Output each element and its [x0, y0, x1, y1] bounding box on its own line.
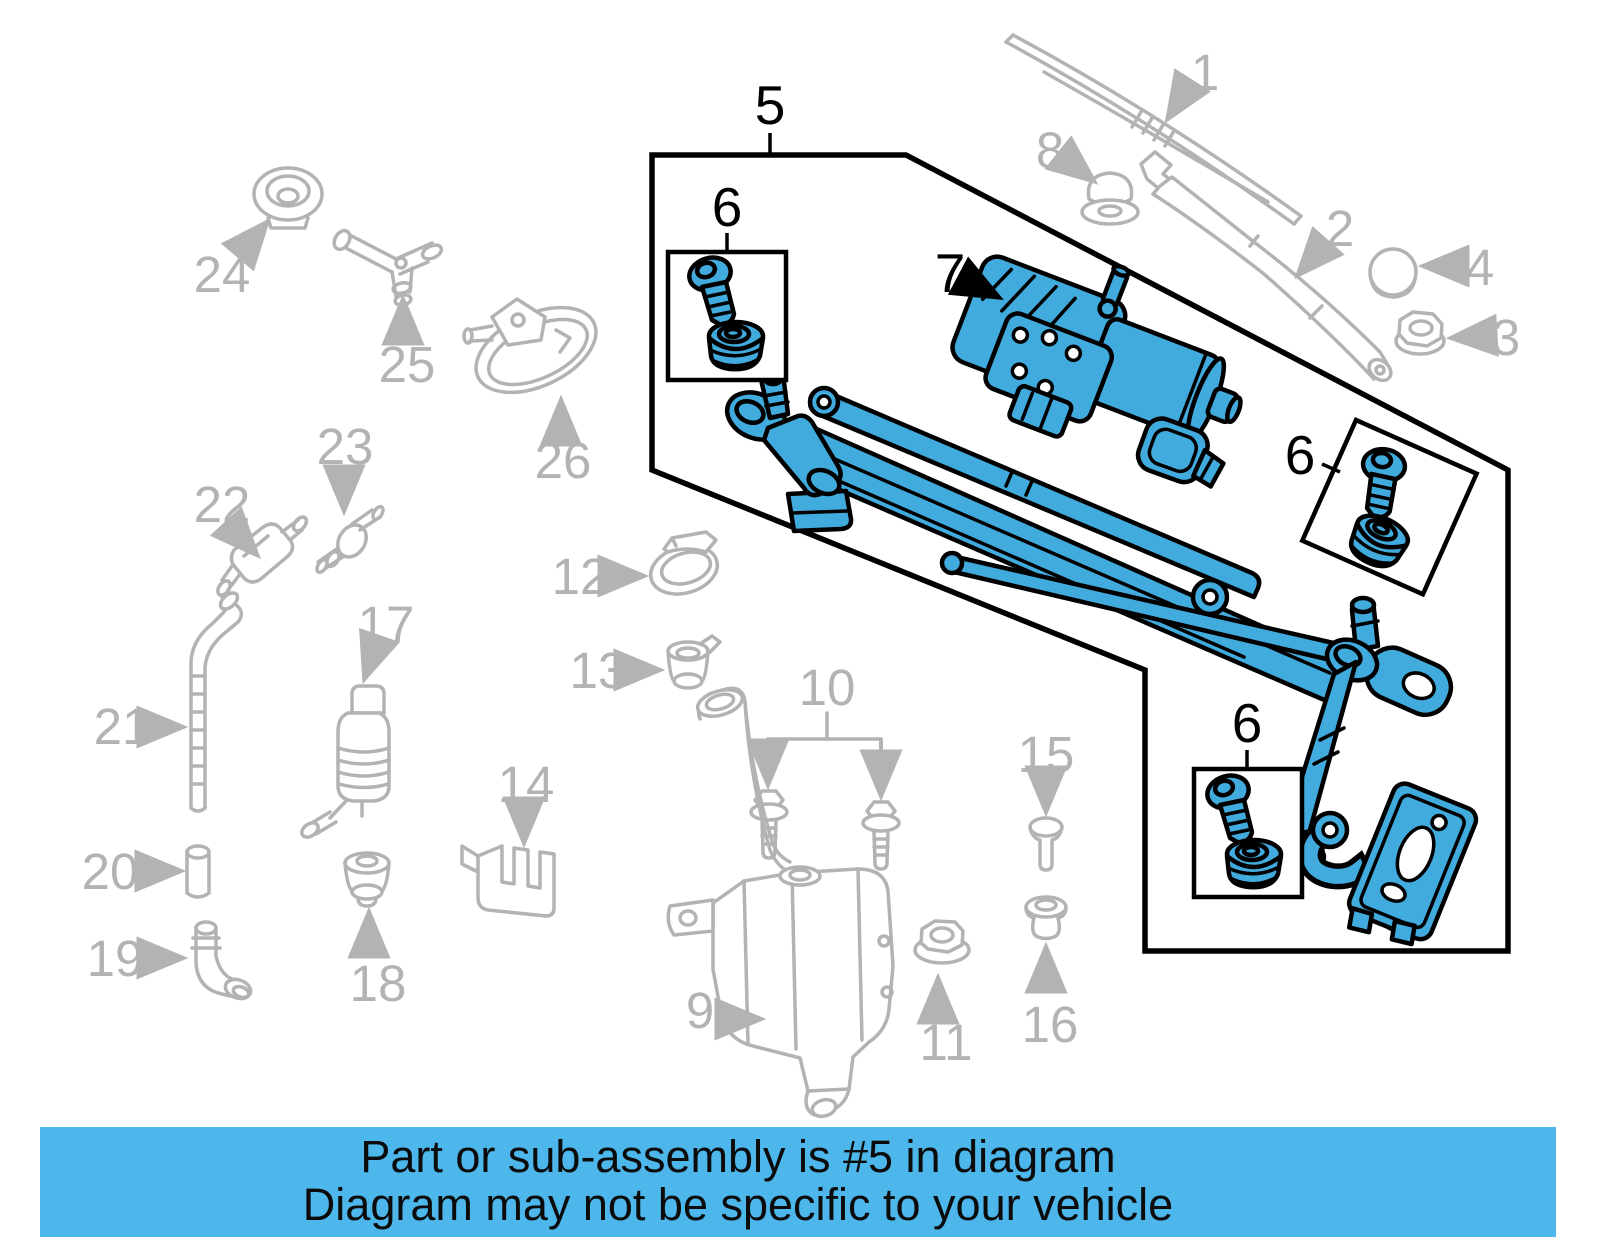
pump-grommet-drawing — [343, 851, 391, 908]
callout-11-label: 11 — [920, 1014, 973, 1071]
callout-25-label: 25 — [379, 336, 436, 393]
reservoir-cap-drawing — [648, 530, 720, 596]
callout-21-label: 21 — [94, 698, 151, 755]
mounting-bracket-drawing — [1296, 781, 1479, 947]
callout-17-label: 17 — [358, 596, 415, 653]
hardware-box-top — [665, 249, 789, 383]
callout-10-label: 10 — [799, 659, 856, 716]
callout-24-arrow — [220, 217, 271, 272]
callout-22-arrow — [209, 506, 261, 560]
callout-18-label: 18 — [350, 955, 407, 1012]
callout-3-label: 3 — [1492, 309, 1520, 366]
banner-background — [40, 1127, 1556, 1237]
callout-23-label: 23 — [317, 418, 374, 475]
callout-1-label: 1 — [1191, 44, 1219, 101]
hose-sleeve-drawing — [185, 844, 211, 899]
callout-19-label: 19 — [87, 930, 144, 987]
callout-17-arrow — [359, 627, 400, 685]
elbow-hose-drawing — [190, 920, 253, 1001]
washer-hose-drawing — [189, 591, 244, 813]
banner-line-2: Diagram may not be specific to your vehi… — [303, 1179, 1173, 1230]
callout-10-bracket — [766, 711, 883, 741]
rivet-drawing — [1028, 816, 1064, 872]
callout-2-arrow — [1294, 225, 1345, 280]
callout-6-bottom-label: 6 — [1232, 692, 1263, 754]
callout-5-label: 5 — [755, 74, 786, 136]
callout-24-label: 24 — [194, 246, 251, 303]
callout-2-label: 2 — [1326, 200, 1354, 257]
callout-3-arrow — [1445, 313, 1499, 357]
hose-joint-25-drawing — [332, 228, 444, 307]
washer-pump-drawing — [300, 684, 391, 839]
highlighted-assembly-layer: 5 6 6 6 7 — [649, 74, 1511, 954]
grommet-16-drawing — [1024, 895, 1068, 941]
grommet-24-drawing — [252, 166, 324, 230]
callout-15-label: 15 — [1018, 726, 1075, 783]
callout-26-label: 26 — [535, 432, 592, 489]
cap-seal-drawing — [666, 634, 722, 690]
callout-20-label: 20 — [82, 843, 139, 900]
callout-13-label: 13 — [570, 642, 627, 699]
callout-7-label: 7 — [935, 242, 966, 304]
hose-clip-drawing — [460, 844, 556, 918]
callout-7-arrow — [947, 256, 1004, 301]
reservoir-nut-drawing — [913, 919, 971, 965]
callout-6-top-label: 6 — [712, 176, 743, 238]
hardware-box-right — [1299, 417, 1480, 598]
wiper-motor-drawing — [950, 254, 1243, 442]
hose-connector-23-drawing — [315, 504, 385, 575]
callout-12-label: 12 — [552, 548, 609, 605]
wiper-blade-drawing — [1004, 33, 1303, 226]
motor-damper-drawing — [1135, 416, 1226, 489]
callout-6-right-label: 6 — [1285, 424, 1316, 486]
callout-6-right-line — [1321, 462, 1341, 474]
washer-nozzle-drawing — [462, 297, 598, 395]
callout-8-arrow — [1044, 135, 1099, 185]
hardware-box-bottom — [1191, 766, 1305, 900]
pivot-cap-drawing — [1368, 247, 1418, 299]
callout-22-label: 22 — [194, 476, 251, 533]
callout-8-label: 8 — [1036, 122, 1064, 179]
callout-1-arrow — [1164, 68, 1211, 124]
arm-nut-drawing — [1394, 310, 1446, 356]
washer-reservoir-drawing — [666, 686, 895, 1119]
banner-line-1: Part or sub-assembly is #5 in diagram — [360, 1131, 1115, 1182]
diagram-note-banner: Part or sub-assembly is #5 in diagram Di… — [40, 1127, 1556, 1237]
gray-parts-layer: 1 2 3 4 8 24 25 26 23 22 21 20 19 17 18 … — [82, 33, 1520, 1119]
callout-14-label: 14 — [498, 756, 555, 813]
callout-16-label: 16 — [1022, 996, 1079, 1053]
wiper-arm-drawing — [1139, 150, 1393, 383]
callout-9-label: 9 — [686, 982, 714, 1039]
callout-4-label: 4 — [1466, 239, 1494, 296]
pivot-bushing-drawing — [1080, 171, 1140, 226]
